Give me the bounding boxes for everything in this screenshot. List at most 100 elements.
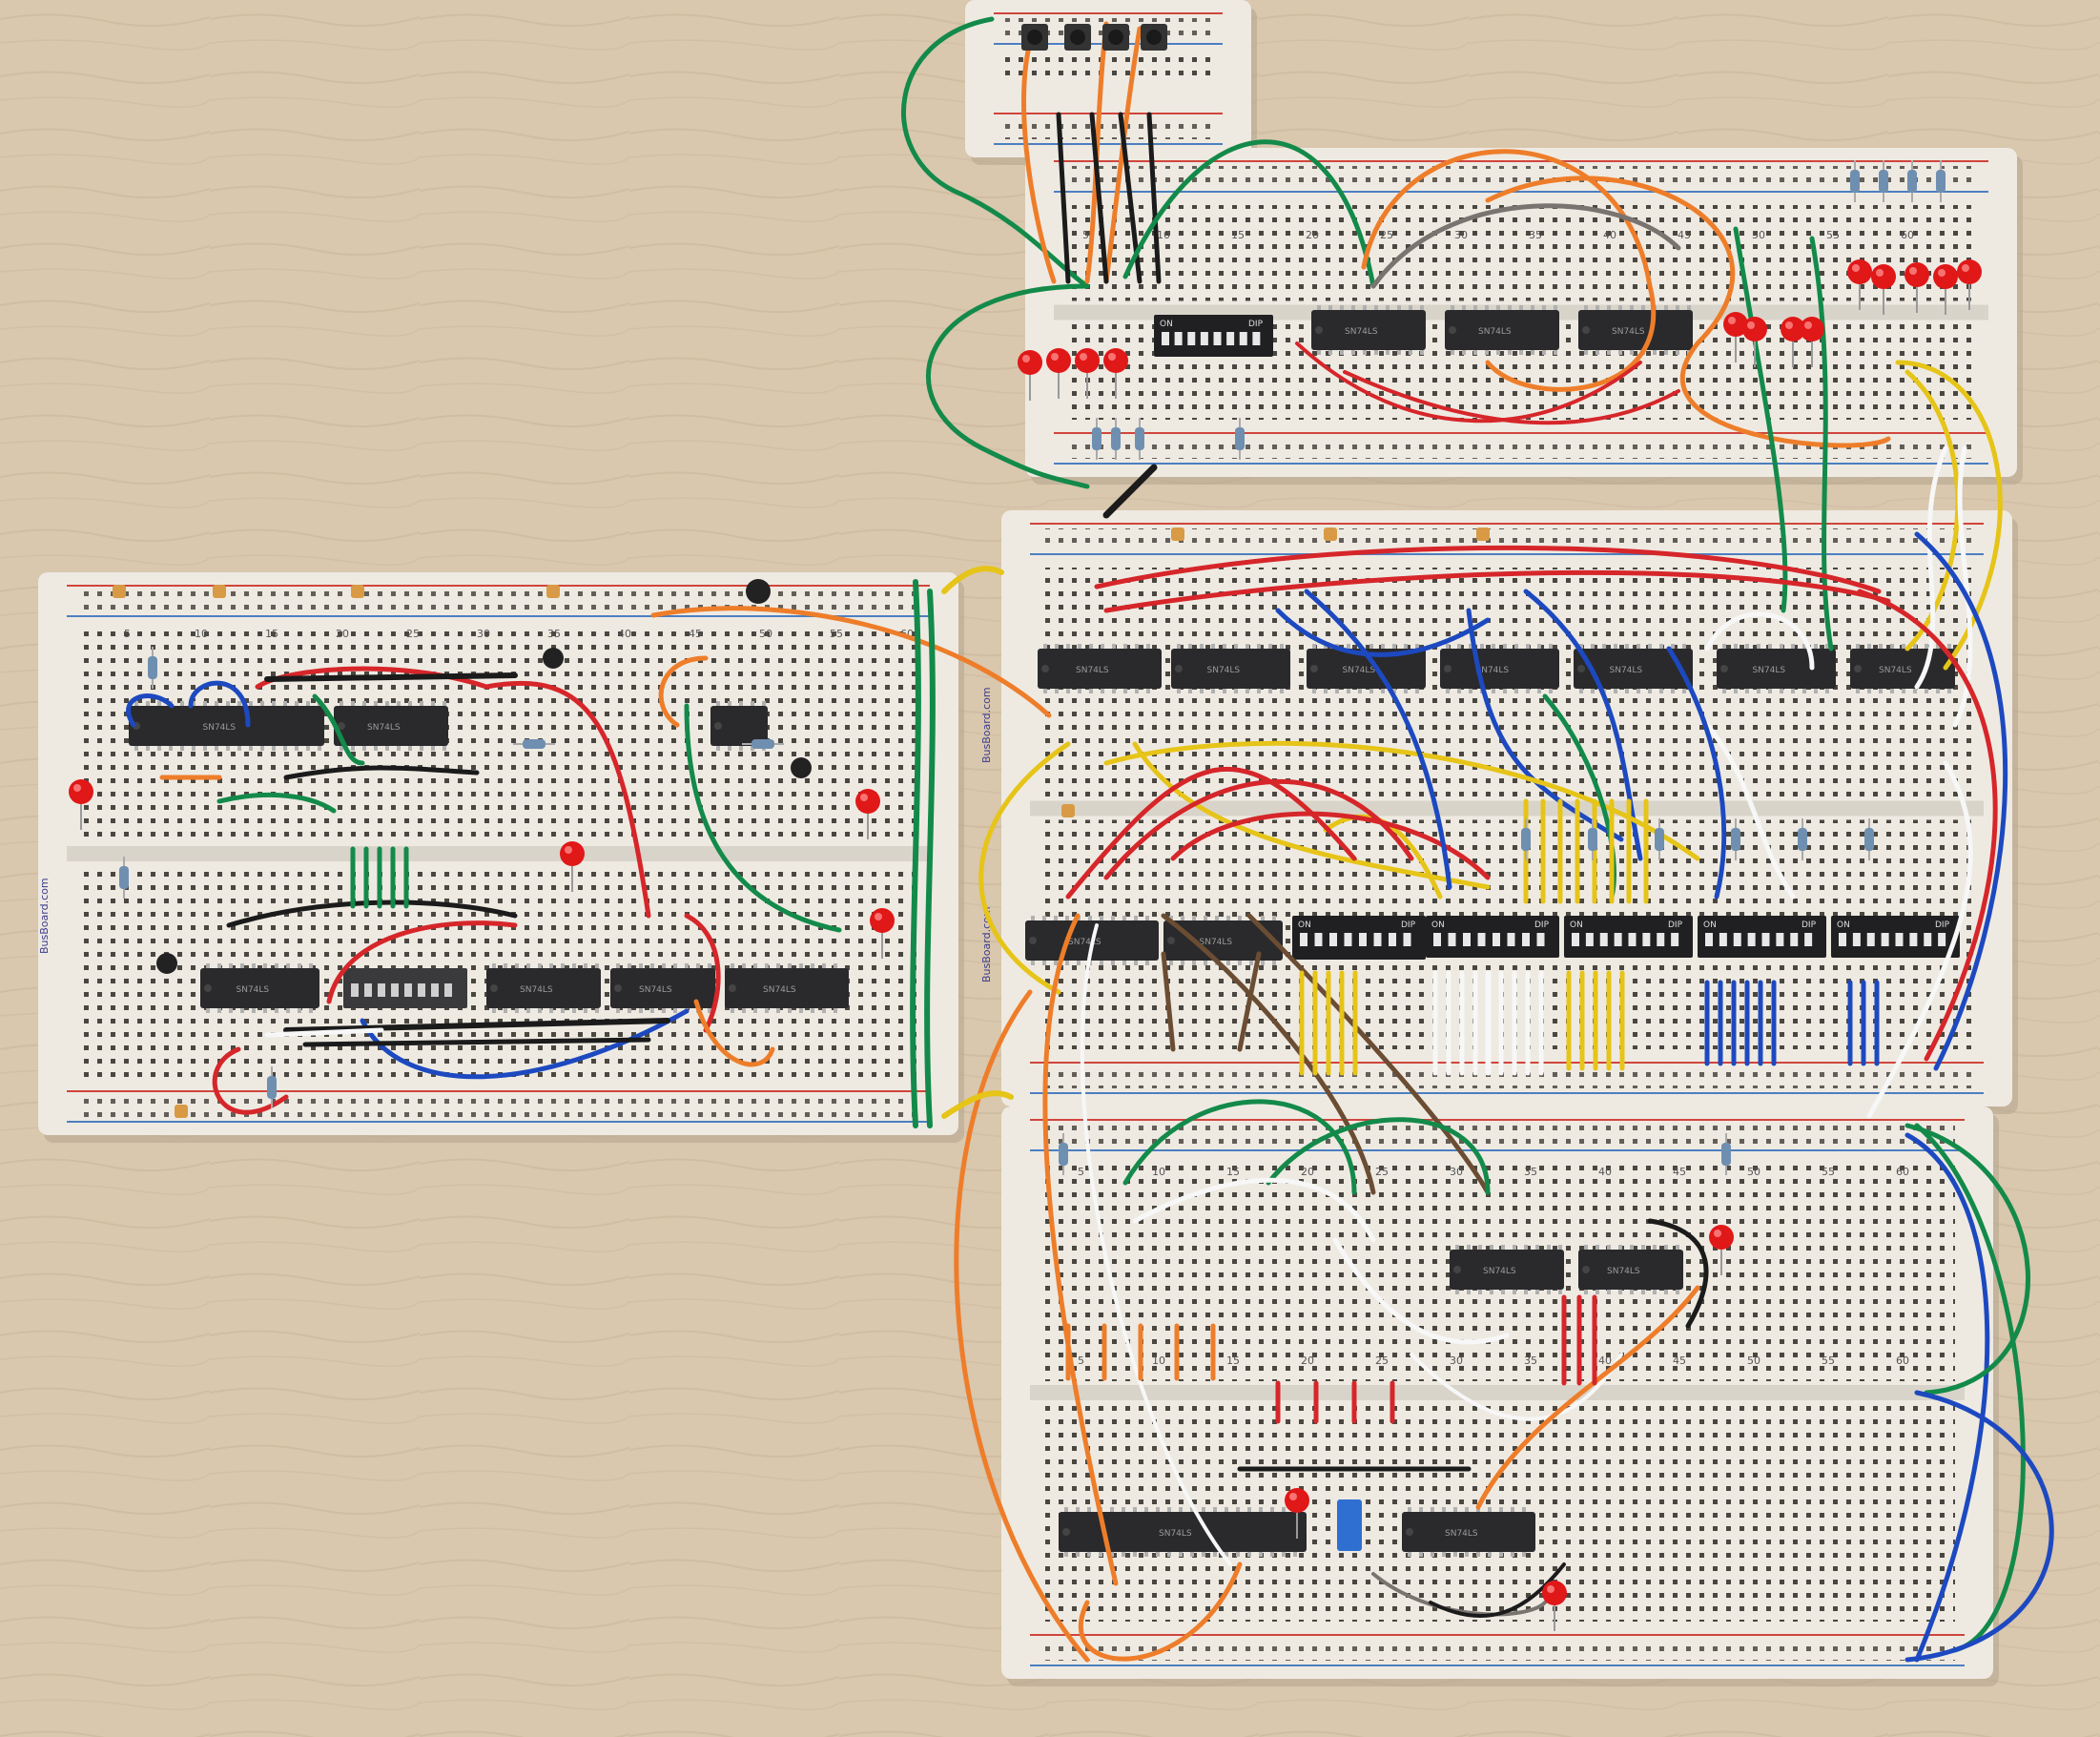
ic-pin: [217, 1008, 221, 1013]
wire-brown: [1246, 913, 1491, 1195]
led-body: [1285, 1488, 1309, 1513]
ic-pin: [1659, 644, 1663, 649]
ic-pin: [1511, 1507, 1514, 1512]
transistor: [791, 757, 812, 778]
ic-pin: [1780, 689, 1783, 693]
ic-notch: [338, 722, 345, 730]
ic-pin: [1867, 689, 1871, 693]
resistor: [513, 739, 555, 749]
wire-orange: [1103, 26, 1143, 284]
ic-pin: [1215, 916, 1219, 920]
wire-black: [1429, 1562, 1566, 1618]
ic-pin: [1722, 644, 1726, 649]
ic-pin: [1671, 644, 1675, 649]
wire-black: [283, 1018, 670, 1033]
column-number-label: 45: [689, 628, 702, 640]
power-rail-holes: [76, 1096, 920, 1117]
column-number-label: 55: [1822, 1166, 1835, 1178]
ic-pin: [1537, 689, 1541, 693]
ic-pin: [192, 701, 196, 706]
wire-orange: [1361, 149, 1657, 392]
column-number-label: 45: [1678, 229, 1691, 241]
ic-pin: [1042, 961, 1046, 965]
wire-green: [1904, 1123, 2030, 1396]
ic-pin: [1101, 644, 1104, 649]
dip-toggle: [1373, 933, 1382, 946]
resistor-body: [1731, 828, 1740, 851]
wire-black: [1102, 464, 1158, 519]
red-led: [1542, 1581, 1567, 1631]
ic-pin: [215, 701, 218, 706]
ic-pin: [134, 746, 138, 751]
ic-pin: [1791, 689, 1795, 693]
ic-pin: [1420, 350, 1424, 355]
wire-red: [1170, 811, 1491, 880]
ic-pin: [1358, 689, 1362, 693]
wire-orange: [1021, 26, 1057, 284]
ic-pin: [538, 963, 542, 968]
ic-pin: [1100, 961, 1103, 965]
ic-pin: [1579, 689, 1583, 693]
ic-pin: [1653, 350, 1657, 355]
ic-body: [200, 968, 319, 1008]
ic-pin: [1122, 961, 1126, 965]
ic-pin: [1122, 916, 1126, 920]
ic-pin: [1312, 644, 1316, 649]
resistor: [1235, 418, 1245, 460]
wire-red: [1295, 341, 1642, 424]
ic-pin: [788, 963, 792, 968]
ic-pin: [1156, 1507, 1160, 1512]
dip-toggle: [418, 983, 425, 997]
dip-toggle: [1403, 933, 1411, 946]
ic-chip: SN74LS: [1307, 644, 1426, 693]
ic-pin: [1065, 961, 1069, 965]
ic-body: [1574, 649, 1693, 689]
ic-pin: [374, 701, 378, 706]
ic-pin: [1591, 689, 1595, 693]
ic-pin: [1664, 350, 1668, 355]
ic-pin: [1408, 1507, 1411, 1512]
dip-toggle: [1226, 332, 1235, 345]
ic-pin: [1064, 1552, 1068, 1557]
red-led: [1723, 312, 1748, 362]
ic-pin: [822, 1008, 826, 1013]
ic-pin: [1501, 1290, 1505, 1294]
ic-marking: SN74LS: [1159, 1529, 1192, 1539]
red-led: [69, 779, 93, 830]
ic-pin: [728, 701, 731, 706]
led-body: [1709, 1225, 1734, 1250]
led-body: [1871, 264, 1896, 289]
ic-pin: [1768, 689, 1772, 693]
wire-white: [1952, 445, 1973, 728]
resistor: [1135, 418, 1144, 460]
ic-body: [1307, 649, 1426, 689]
ic-marking: SN74LS: [1343, 666, 1376, 675]
wire-yellow: [1132, 741, 1491, 890]
push-button: [1021, 24, 1048, 51]
ic-pin: [811, 963, 814, 968]
resistor: [119, 857, 129, 899]
dip-toggle: [1776, 933, 1784, 946]
column-number-label: 45: [1673, 1166, 1686, 1178]
brand-label: BusBoard.com: [38, 878, 51, 954]
ic-pin: [731, 963, 734, 968]
dip-toggle: [1536, 933, 1545, 946]
ic-pin: [1249, 961, 1253, 965]
ic-pin: [1535, 1290, 1539, 1294]
ic-pin: [1317, 305, 1321, 310]
ic-pin: [788, 1008, 792, 1013]
ic-chip: SN74LS: [1574, 644, 1693, 693]
column-number-label: 5: [1082, 229, 1089, 241]
column-number-label: 40: [618, 628, 631, 640]
ic-pin: [1531, 305, 1534, 310]
column-number-label: 25: [1375, 1354, 1389, 1367]
bottom-right-board: [1001, 1106, 1999, 1686]
ic-pin: [1682, 689, 1686, 693]
ic-pin: [1177, 689, 1181, 693]
ic-pin: [1496, 305, 1500, 310]
ic-pin: [1542, 305, 1546, 310]
wire-orange: [658, 655, 709, 728]
led-body: [1742, 317, 1767, 341]
ic-pin: [1351, 305, 1355, 310]
wire-orange: [1042, 913, 1119, 1586]
